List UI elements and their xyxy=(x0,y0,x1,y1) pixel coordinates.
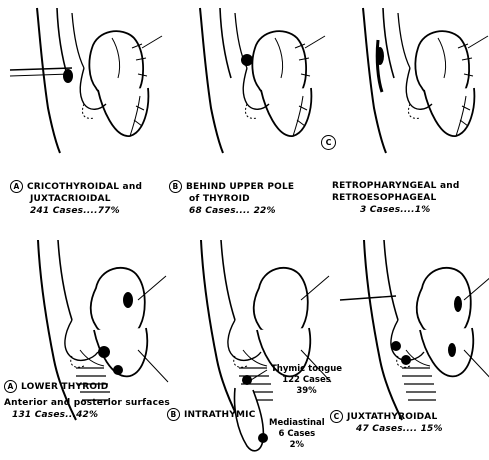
parathyroid-gland-icon xyxy=(113,365,123,375)
lower-thyroid-diagram xyxy=(0,230,163,400)
letter-badge: C xyxy=(321,135,336,150)
caption-title-line2: RETROESOPHAGEAL xyxy=(332,192,459,204)
caption-title-line2: JUXTACRIOIDAL xyxy=(10,193,142,205)
caption-title-line1: LOWER THYROID xyxy=(21,382,108,392)
letter-badge: C xyxy=(330,410,343,423)
panel-cricothyroidal: A CRICOTHYROIDAL and JUXTACRIOIDAL 241 Ca… xyxy=(0,0,163,230)
caption-stats: 47 Cases.... 15% xyxy=(330,423,443,435)
juxtathyroidal-diagram xyxy=(326,230,489,400)
parathyroid-gland-icon xyxy=(258,433,268,443)
behind-upper-pole-diagram xyxy=(163,0,326,175)
parathyroid-gland-icon xyxy=(241,54,253,66)
caption-stats: 131 Cases...42% xyxy=(4,409,170,421)
caption-title-line2: Anterior and posterior surfaces xyxy=(4,397,170,409)
retropharyngeal-diagram xyxy=(326,0,489,175)
parathyroid-gland-icon xyxy=(63,69,73,83)
letter-badge: B xyxy=(167,408,180,421)
parathyroid-gland-icon xyxy=(123,292,133,308)
letter-badge: B xyxy=(169,180,182,193)
parathyroid-gland-icon xyxy=(448,343,456,357)
caption-retropharyngeal: RETROPHARYNGEAL and RETROESOPHAGEAL 3 Ca… xyxy=(332,180,459,216)
caption-intrathymic: B INTRATHYMIC xyxy=(167,408,256,421)
caption-title-line1: BEHIND UPPER POLE xyxy=(186,182,294,192)
parathyroid-gland-icon xyxy=(98,346,110,358)
caption-title-line1: CRICOTHYROIDAL and xyxy=(27,182,142,192)
caption-title-line1: INTRATHYMIC xyxy=(184,410,256,420)
caption-title-line1: JUXTATHYROIDAL xyxy=(347,412,437,422)
caption-juxtathyroidal: C JUXTATHYROIDAL 47 Cases.... 15% xyxy=(330,410,443,435)
caption-stats: 241 Cases....77% xyxy=(10,205,142,217)
panel-behind-upper-pole: B BEHIND UPPER POLE of THYROID 68 Cases..… xyxy=(163,0,326,230)
letter-badge: A xyxy=(4,380,17,393)
mediastinal-label: Mediastinal xyxy=(269,418,325,429)
parathyroid-gland-icon xyxy=(391,341,401,351)
parathyroid-gland-icon xyxy=(242,375,252,385)
cricothyroidal-diagram xyxy=(0,0,163,175)
caption-behind-upper-pole: B BEHIND UPPER POLE of THYROID 68 Cases..… xyxy=(169,180,294,217)
caption-stats: 68 Cases.... 22% xyxy=(169,205,294,217)
caption-title-line2: of THYROID xyxy=(169,193,294,205)
panel-retropharyngeal: C RETROPHARYNGEAL and RETROESOPHAGEAL 3 … xyxy=(326,0,489,230)
panel-juxtathyroidal: C JUXTATHYROIDAL 47 Cases.... 15% xyxy=(326,230,489,460)
parathyroid-gland-icon xyxy=(454,296,462,312)
caption-cricothyroidal: A CRICOTHYROIDAL and JUXTACRIOIDAL 241 Ca… xyxy=(10,180,142,217)
caption-lower-thyroid: A LOWER THYROID Anterior and posterior su… xyxy=(4,380,170,421)
letter-badge: A xyxy=(10,180,23,193)
caption-title-line1: RETROPHARYNGEAL and xyxy=(332,180,459,192)
parathyroid-gland-icon xyxy=(376,47,384,65)
mediastinal-pct: 2% xyxy=(269,440,325,451)
mediastinal-annotation: Mediastinal 6 Cases 2% xyxy=(269,418,325,451)
mediastinal-cases: 6 Cases xyxy=(269,429,325,440)
caption-stats: 3 Cases....1% xyxy=(332,204,459,216)
parathyroid-gland-icon xyxy=(401,355,411,365)
